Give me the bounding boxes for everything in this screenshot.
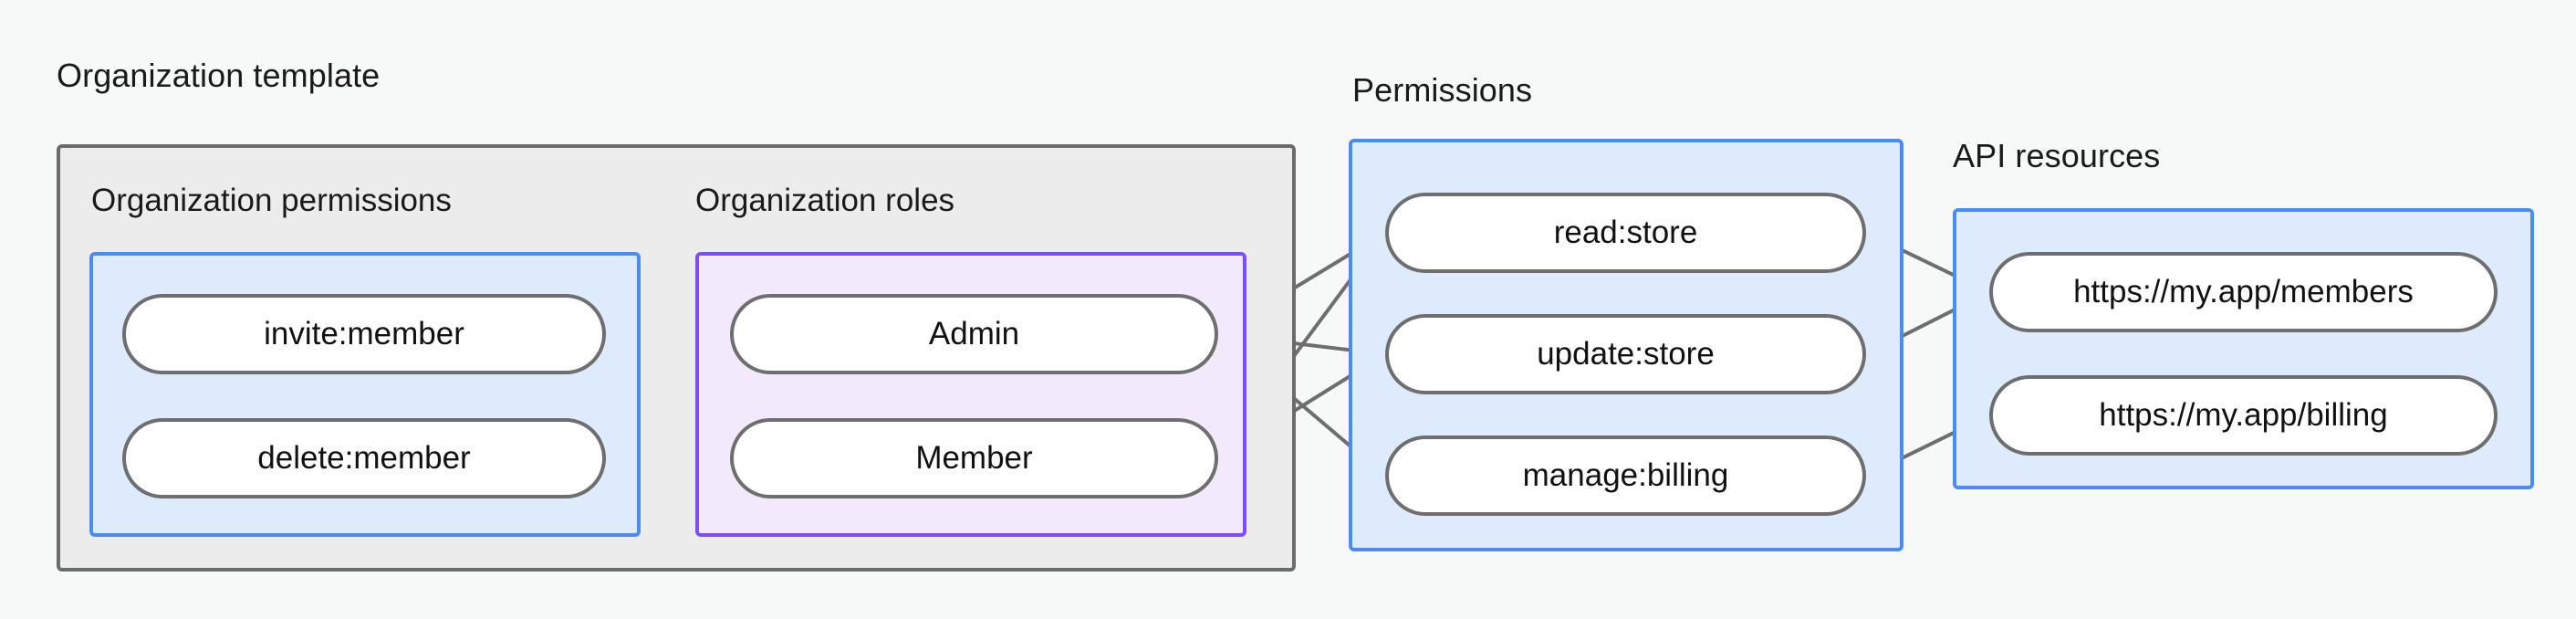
group-label-organization-template: Organization template [57, 57, 381, 94]
node-read-store[interactable]: read:store [1385, 193, 1866, 273]
node-label: https://my.app/members [2073, 274, 2414, 310]
group-label-permissions: Permissions [1352, 71, 1533, 109]
node-label: read:store [1553, 215, 1698, 250]
node-member[interactable]: Member [730, 418, 1218, 498]
node-update-store[interactable]: update:store [1385, 314, 1866, 394]
node-billing-url[interactable]: https://my.app/billing [1989, 375, 2498, 456]
node-label: Member [915, 440, 1033, 476]
node-label: https://my.app/billing [2099, 397, 2388, 433]
node-label: update:store [1537, 336, 1715, 372]
node-invite-member[interactable]: invite:member [122, 294, 606, 374]
node-label: manage:billing [1522, 457, 1729, 493]
node-manage-billing[interactable]: manage:billing [1385, 435, 1866, 516]
subgroup-label-organization-permissions: Organization permissions [91, 183, 452, 218]
group-label-api-resources: API resources [1953, 137, 2161, 174]
node-delete-member[interactable]: delete:member [122, 418, 606, 498]
subgroup-label-organization-roles: Organization roles [695, 183, 955, 218]
node-admin[interactable]: Admin [730, 294, 1218, 374]
node-label: Admin [928, 316, 1020, 351]
node-label: invite:member [264, 316, 464, 351]
node-members-url[interactable]: https://my.app/members [1989, 252, 2498, 332]
node-label: delete:member [257, 440, 471, 476]
